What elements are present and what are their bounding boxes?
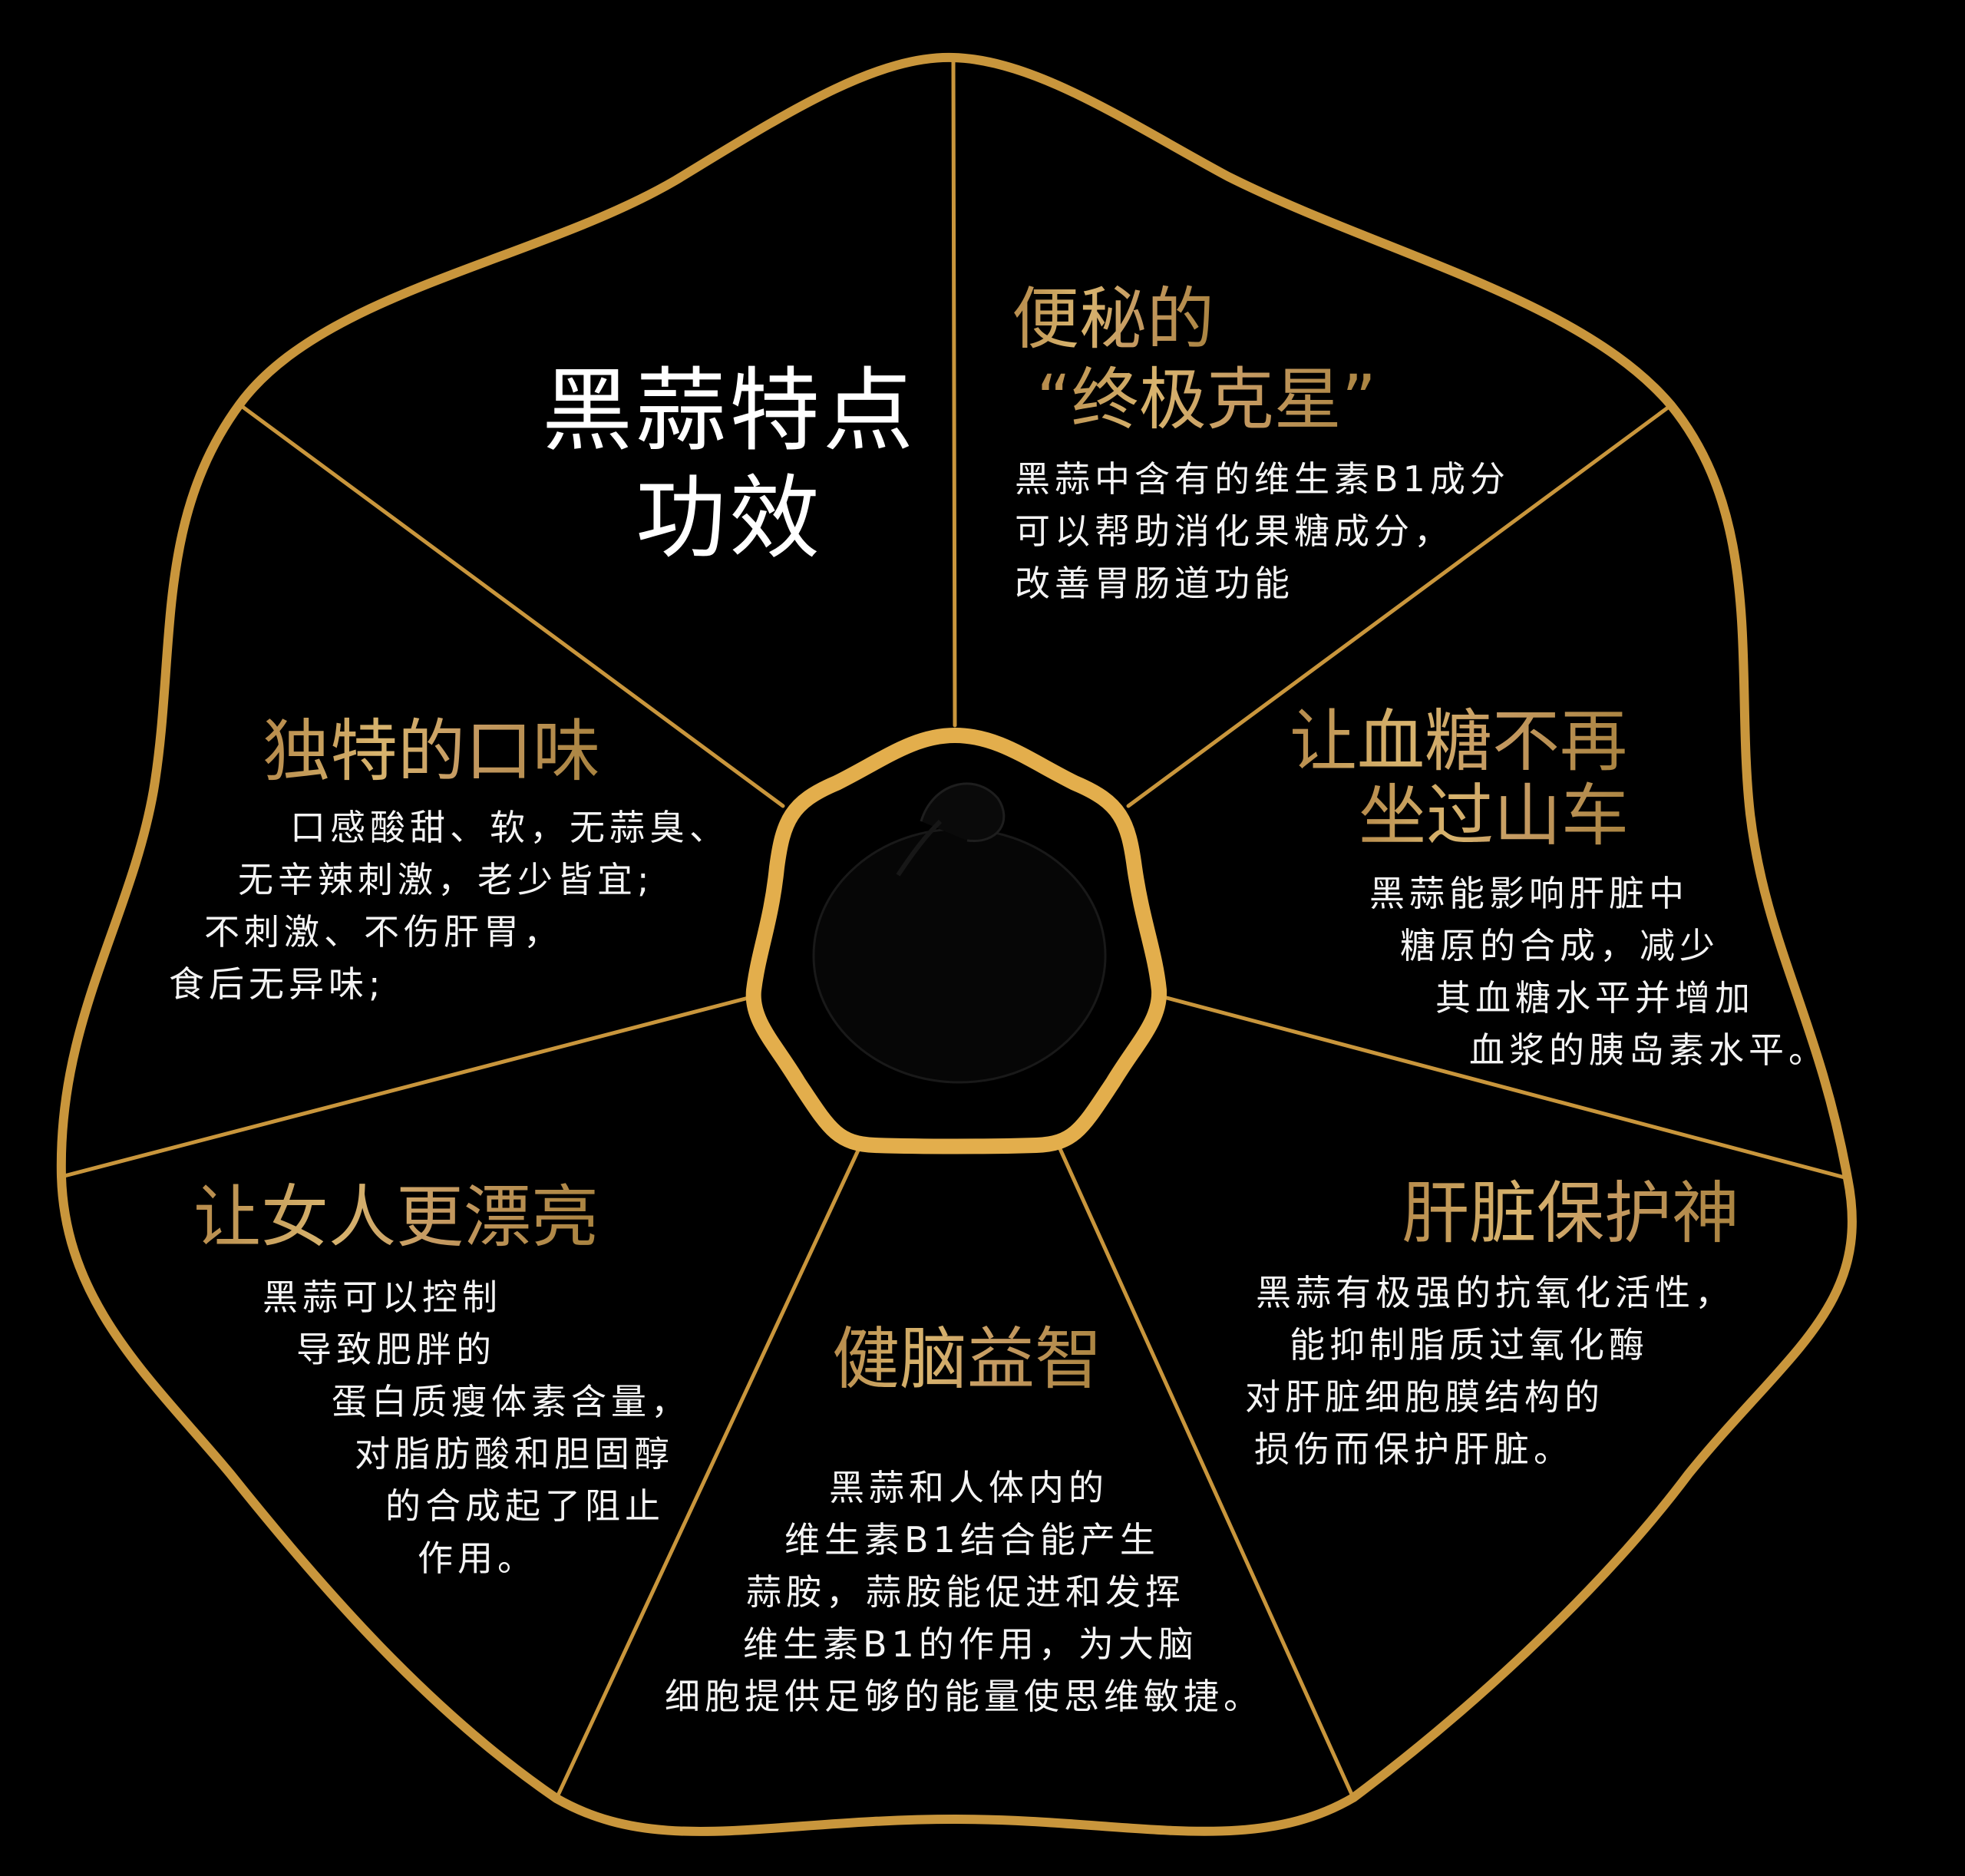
segment-heading: 坐过山车 [1359,776,1630,855]
segment-body-line: 糖原的合成，减少 [1400,925,1719,966]
segment-heading: 独特的口味 [263,712,601,791]
segment-body-line: 其血糖水平并增加 [1435,977,1755,1019]
segment-body-line: 口感酸甜、软，无蒜臭、 [290,807,729,848]
spoke-left [59,996,751,1179]
segment-body-line: 维生素B1的作用，为大脑 [743,1623,1198,1665]
segment-heading: 健脑益智 [832,1319,1103,1399]
segment-body-line: 黑蒜中含有的维生素B1成分 [1015,458,1510,500]
segment-heading: 让女人更漂亮 [193,1177,599,1257]
segment-body-line: 改善胃肠道功能 [1015,563,1294,604]
segment-body-line: 导致肥胖的 [296,1329,496,1370]
segment-body-line: 无辛辣刺激，老少皆宜; [238,859,654,900]
spokes [59,55,1850,1801]
spoke-top-right [1126,403,1673,808]
segment-body-line: 的合成起了阻止 [385,1485,665,1527]
page-title: 黑蒜特点 功效 [522,357,936,572]
black-garlic-icon [812,782,1107,1084]
segment-body-line: 黑蒜和人体内的 [829,1467,1108,1508]
segment-heading: “终极克星” [1036,360,1377,439]
segment-body-line: 黑蒜可以控制 [263,1277,502,1318]
spoke-top [951,55,957,728]
spoke-bottom-left [554,1141,864,1801]
segment-heading: 让血糖不再 [1290,702,1628,781]
segment-body-line: 不刺激、不伤肝胃， [204,911,563,953]
segment-body-line: 对肝脏细胞膜结构的 [1245,1376,1604,1418]
segment-heading: 肝脏保护神 [1402,1174,1740,1253]
segment-body-line: 蛋白质瘦体素含量， [332,1381,691,1422]
segment-body-line: 蒜胺，蒜胺能促进和发挥 [746,1571,1185,1613]
spoke-bottom-right [1055,1141,1356,1800]
segment-body-line: 对脂肪酸和胆固醇 [355,1433,674,1475]
segment-heading: 便秘的 [1012,279,1215,358]
title-line-2: 功效 [635,465,823,571]
segment-body-line: 食后无异味; [169,963,385,1005]
segment-body-line: 黑蒜有极强的抗氧化活性， [1256,1272,1735,1313]
spoke-top-left [237,402,785,808]
segment-body-line: 血浆的胰岛素水平。 [1469,1029,1828,1071]
segment-body-line: 作用。 [418,1537,537,1579]
segment-body-line: 能抑制脂质过氧化酶 [1290,1324,1649,1366]
segment-body-line: 细胞提供足够的能量使思维敏捷。 [665,1676,1263,1717]
spoke-right [1164,996,1850,1181]
title-line-1: 黑蒜特点 [541,358,916,464]
outer-outline [56,52,1857,1836]
segment-body-line: 维生素B1结合能产生 [784,1519,1160,1561]
segment-body-line: 黑蒜能影响肝脏中 [1369,873,1689,914]
segment-body-line: 可以帮助消化果糖成分， [1015,510,1454,552]
segment-body-line: 损伤而保护肝脏。 [1254,1428,1574,1470]
